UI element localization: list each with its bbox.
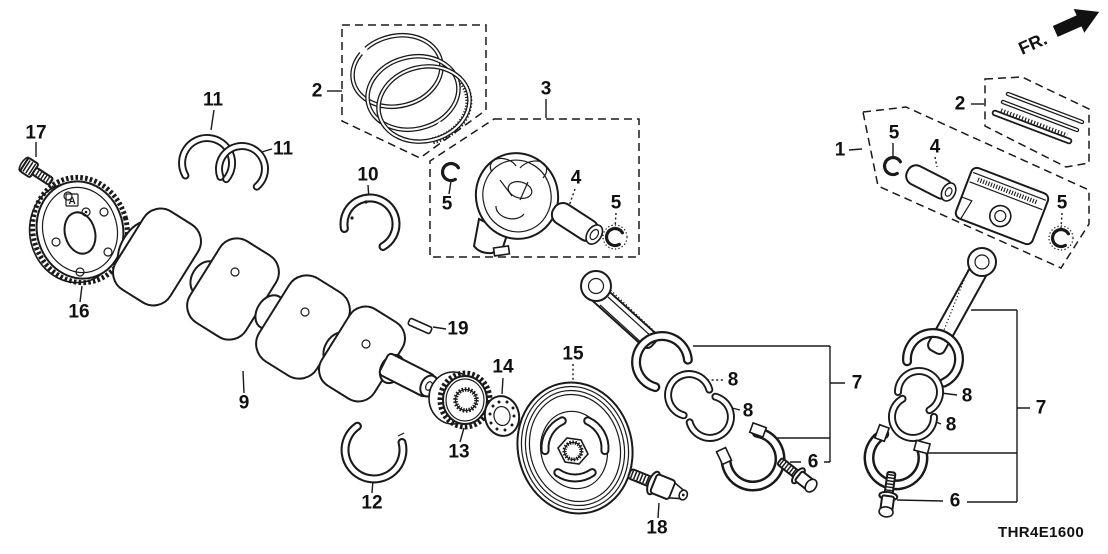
callout-bracket-rod-right bbox=[897, 310, 1030, 502]
callout-17[interactable]: 17 bbox=[25, 122, 47, 144]
callout-13[interactable]: 13 bbox=[448, 441, 470, 463]
ring-set-box bbox=[342, 25, 486, 158]
callout-9[interactable]: 9 bbox=[238, 392, 250, 414]
flywheel-bolt bbox=[17, 156, 55, 188]
connecting-rod bbox=[581, 271, 688, 387]
arrow-icon bbox=[1052, 8, 1100, 37]
callout-5b[interactable]: 5 bbox=[610, 192, 622, 214]
crankshaft bbox=[105, 201, 441, 409]
callout-12[interactable]: 12 bbox=[361, 492, 383, 514]
callout-7r[interactable]: 7 bbox=[1035, 397, 1047, 419]
callout-8b[interactable]: 8 bbox=[742, 400, 754, 422]
piston-right bbox=[954, 166, 1050, 246]
front-direction-label: FR. bbox=[1015, 29, 1050, 59]
rod-bolt bbox=[774, 454, 821, 496]
crankshaft-pulley bbox=[504, 370, 647, 526]
callout-2[interactable]: 2 bbox=[311, 80, 323, 102]
piston-ring-set-right bbox=[995, 94, 1082, 141]
piston-pin bbox=[548, 199, 606, 247]
piston-ring-set bbox=[345, 26, 478, 151]
callout-5r2[interactable]: 5 bbox=[1056, 192, 1068, 214]
connecting-rod-right bbox=[907, 248, 996, 383]
rod-bearing-upper bbox=[668, 374, 709, 415]
piston bbox=[466, 144, 567, 256]
callout-8r2[interactable]: 8 bbox=[945, 414, 957, 436]
pulley-bolt bbox=[625, 462, 691, 507]
crankshaft-key bbox=[408, 318, 433, 334]
main-bearing-lower bbox=[345, 426, 404, 479]
thrust-washer bbox=[481, 393, 523, 439]
callout-18[interactable]: 18 bbox=[646, 517, 668, 539]
callout-4[interactable]: 4 bbox=[570, 167, 582, 189]
callout-1[interactable]: 1 bbox=[834, 139, 846, 161]
callout-11b[interactable]: 11 bbox=[272, 138, 294, 160]
callout-6r[interactable]: 6 bbox=[949, 490, 961, 512]
front-direction-arrow: FR. bbox=[1015, 8, 1100, 59]
callout-6[interactable]: 6 bbox=[807, 451, 819, 473]
callout-8r1[interactable]: 8 bbox=[961, 385, 973, 407]
piston-pin-right bbox=[903, 162, 959, 204]
callout-15[interactable]: 15 bbox=[562, 343, 584, 365]
callout-bracket-rod-middle bbox=[693, 346, 845, 462]
rod-bolt-right bbox=[876, 471, 900, 518]
ring-set-box-right bbox=[985, 77, 1089, 167]
callout-19[interactable]: 19 bbox=[447, 318, 469, 340]
piston-kit-box bbox=[430, 119, 639, 257]
rod-bearing-cap bbox=[717, 423, 781, 486]
callout-11a[interactable]: 11 bbox=[202, 89, 224, 111]
callout-5r1[interactable]: 5 bbox=[888, 122, 900, 144]
main-bearing-upper-a bbox=[182, 138, 232, 179]
callout-14[interactable]: 14 bbox=[492, 356, 514, 378]
pin-clip-right-b bbox=[1049, 226, 1073, 250]
pin-clip bbox=[603, 225, 627, 249]
pin-clip-right-a bbox=[885, 158, 901, 175]
rod-bearing-right-lower bbox=[892, 399, 934, 438]
callout-10[interactable]: 10 bbox=[357, 164, 379, 186]
main-bearing-center bbox=[344, 198, 396, 247]
gear-stamp-mark: A bbox=[69, 196, 76, 207]
rod-bearing-lower bbox=[690, 397, 731, 438]
pin-clip bbox=[443, 164, 459, 181]
callout-3[interactable]: 3 bbox=[540, 78, 552, 100]
callout-16[interactable]: 16 bbox=[68, 301, 90, 323]
callout-2r[interactable]: 2 bbox=[954, 93, 966, 115]
rod-bearing-right-upper bbox=[898, 371, 940, 410]
callout-8a[interactable]: 8 bbox=[727, 369, 739, 391]
callout-5a[interactable]: 5 bbox=[441, 193, 453, 215]
diagram-code: THR4E1600 bbox=[998, 524, 1085, 541]
callout-7[interactable]: 7 bbox=[851, 372, 863, 394]
piston-kit-box-right bbox=[863, 107, 1089, 268]
flywheel-ring-gear: A bbox=[19, 167, 140, 294]
main-bearing-upper-b bbox=[219, 146, 265, 187]
callout-4r[interactable]: 4 bbox=[929, 136, 941, 158]
timing-belt-sprocket bbox=[429, 372, 490, 427]
